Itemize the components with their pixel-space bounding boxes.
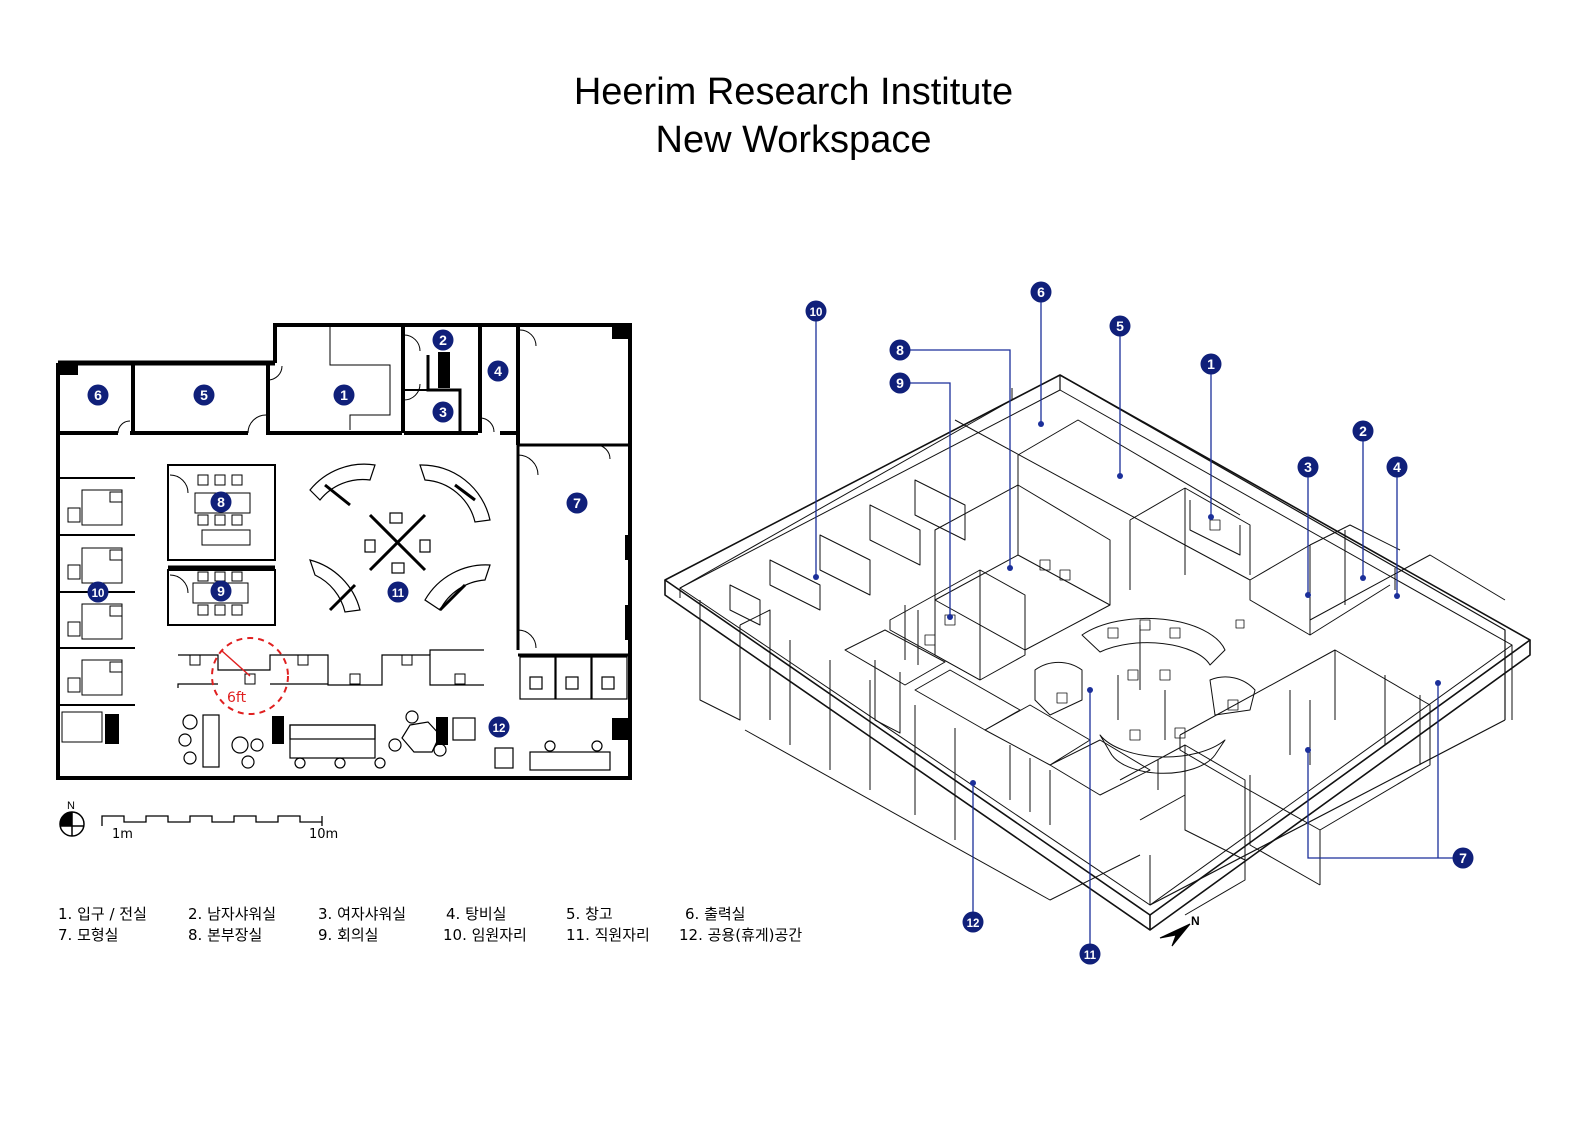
iso-room-badge-label: 2 xyxy=(1359,423,1367,439)
iso-room-badge-label: 10 xyxy=(810,307,823,319)
iso-north-label: N xyxy=(1191,914,1200,928)
plan-room-badge-label: 3 xyxy=(439,404,447,420)
iso-room-badge-label: 11 xyxy=(1084,950,1097,962)
floor-plan xyxy=(56,323,632,780)
plan-room-badge-label: 2 xyxy=(439,332,447,348)
plan-room-badge-4: 4 xyxy=(487,360,509,382)
plan-room-badge-label: 5 xyxy=(200,387,208,403)
plan-room-badge-label: 10 xyxy=(92,588,105,600)
iso-room-badge-1: 1 xyxy=(1200,353,1222,375)
iso-north-arrow: N xyxy=(1159,914,1200,947)
plan-room-badge-label: 4 xyxy=(494,363,502,379)
iso-room-badge-label: 8 xyxy=(896,342,904,358)
distance-marker: 6ft xyxy=(211,637,289,715)
legend-item: 10. 임원자리 xyxy=(443,926,527,944)
plan-room-badge-6: 6 xyxy=(87,384,109,406)
plan-room-badge-label: 6 xyxy=(94,387,102,403)
plan-room-badge-9: 9 xyxy=(210,580,232,602)
legend-item: 4. 탕비실 xyxy=(446,905,507,923)
legend-item: 6. 출력실 xyxy=(685,905,746,923)
plan-room-badge-label: 8 xyxy=(217,494,225,510)
distance-marker-label: 6ft xyxy=(227,690,247,706)
iso-room-badge-8: 8 xyxy=(889,339,911,361)
iso-room-badge-2: 2 xyxy=(1352,420,1374,442)
legend-item: 12. 공용(휴게)공간 xyxy=(679,926,803,944)
plan-room-badge-10: 10 xyxy=(87,581,109,603)
leader-lines xyxy=(815,293,1463,954)
iso-room-badge-label: 5 xyxy=(1116,318,1124,334)
plan-room-badge-label: 7 xyxy=(573,495,581,511)
plan-room-badge-11: 11 xyxy=(387,581,409,603)
legend-item: 11. 직원자리 xyxy=(566,926,650,944)
scale-bar xyxy=(101,815,323,826)
iso-room-badge-5: 5 xyxy=(1109,315,1131,337)
plan-room-badge-3: 3 xyxy=(432,401,454,423)
legend-item: 9. 회의실 xyxy=(318,926,379,944)
legend-item: 2. 남자샤워실 xyxy=(188,905,277,923)
iso-room-badge-label: 1 xyxy=(1207,356,1215,372)
legend-item: 8. 본부장실 xyxy=(188,926,263,944)
plan-room-badge-12: 12 xyxy=(488,716,510,738)
iso-room-badge-4: 4 xyxy=(1386,456,1408,478)
plan-room-badge-8: 8 xyxy=(210,491,232,513)
legend-item: 1. 입구 / 전실 xyxy=(58,905,147,923)
iso-room-badge-11: 11 xyxy=(1079,943,1101,965)
leader-dots xyxy=(813,421,1441,786)
isometric-view xyxy=(664,374,1531,931)
iso-room-badge-label: 6 xyxy=(1037,284,1045,300)
plan-room-badge-2: 2 xyxy=(432,329,454,351)
iso-room-badge-6: 6 xyxy=(1030,281,1052,303)
plan-room-badge-label: 9 xyxy=(217,583,225,599)
iso-room-badge-10: 10 xyxy=(805,300,827,322)
scale-start-label: 1m xyxy=(112,827,133,842)
page-title: Heerim Research Institute xyxy=(573,71,1014,113)
plan-room-badge-5: 5 xyxy=(193,384,215,406)
iso-room-badge-12: 12 xyxy=(962,911,984,933)
iso-room-badge-9: 9 xyxy=(889,372,911,394)
plan-room-badge-label: 11 xyxy=(392,588,405,600)
iso-room-badge-3: 3 xyxy=(1297,456,1319,478)
plan-north-label: N xyxy=(67,800,75,812)
iso-room-badge-label: 12 xyxy=(967,918,980,930)
page-subtitle: New Workspace xyxy=(655,119,932,161)
legend-item: 5. 창고 xyxy=(566,905,613,923)
plan-room-badge-label: 12 xyxy=(493,723,506,735)
plan-room-badge-1: 1 xyxy=(333,384,355,406)
plan-room-badge-7: 7 xyxy=(566,492,588,514)
iso-room-badge-label: 3 xyxy=(1304,459,1312,475)
legend-item: 3. 여자샤워실 xyxy=(318,905,407,923)
plan-north-arrow: N xyxy=(59,800,85,837)
scale-end-label: 10m xyxy=(309,827,338,842)
plan-room-badge-label: 1 xyxy=(340,387,348,403)
legend-item: 7. 모형실 xyxy=(58,926,119,944)
iso-room-badge-label: 9 xyxy=(896,375,904,391)
iso-room-badge-label: 4 xyxy=(1393,459,1401,475)
iso-room-badge-7: 7 xyxy=(1452,847,1474,869)
iso-room-badge-label: 7 xyxy=(1459,850,1467,866)
